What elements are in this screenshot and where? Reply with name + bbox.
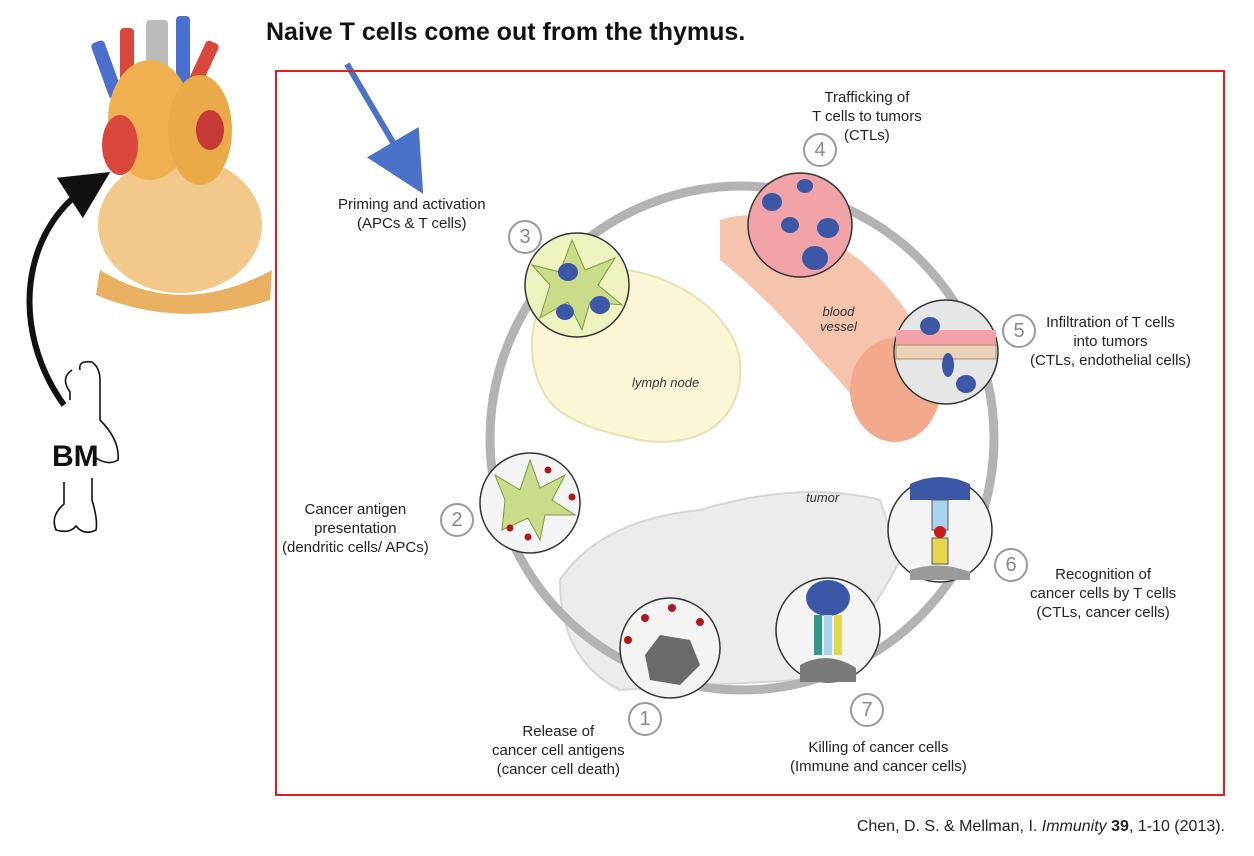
cycle-ring (485, 181, 999, 695)
step-3-label: Priming and activation (APCs & T cells) (338, 195, 486, 233)
step-4-line-1: Trafficking of (824, 89, 910, 106)
bone-icon (53, 360, 119, 534)
step-4-illustration (747, 172, 853, 278)
step-2-line-1: Cancer antigen (304, 501, 407, 518)
step-6-number: 6 (994, 548, 1028, 582)
step-5-line-1: Infiltration of T cells (1046, 314, 1175, 331)
step-3-line-2: (APCs & T cells) (357, 215, 467, 232)
step-7-illustration (775, 577, 881, 683)
step-3-line-1: Priming and activation (338, 196, 486, 213)
citation-journal: Immunity (1041, 818, 1107, 835)
step-5-line-2: into tumors (1073, 333, 1148, 350)
bm-to-thymus-arrow (26, 172, 111, 407)
blood-vessel-line-1: blood (822, 304, 855, 319)
step-1-line-3: (cancer cell death) (496, 761, 620, 778)
tumor-label: tumor (806, 490, 840, 505)
step-4-line-2: T cells to tumors (812, 108, 922, 125)
step-7-number: 7 (850, 693, 884, 727)
thymus-heart-illustration (91, 16, 272, 314)
step-4-label: Trafficking of T cells to tumors (CTLs) (812, 88, 922, 145)
step-1-illustration (619, 597, 721, 699)
step-4-line-3: (CTLs) (843, 127, 890, 144)
step-7-line-1: Killing of cancer cells (808, 739, 949, 756)
bone-marrow-label: BM (52, 440, 99, 473)
step-2-line-3: (dendritic cells/ APCs) (282, 539, 429, 556)
step-5-number: 5 (1002, 314, 1036, 348)
step-2-illustration (479, 452, 581, 554)
blood-vessel-label: blood vessel (820, 304, 857, 334)
step-2-line-2: presentation (314, 520, 397, 537)
citation-authors: Chen, D. S. & Mellman, I. (856, 818, 1042, 835)
step-5-line-3: (CTLs, endothelial cells) (1030, 352, 1191, 369)
headline: Naive T cells come out from the thymus. (266, 18, 746, 46)
cycle-frame (275, 70, 1225, 796)
step-1-number: 1 (628, 702, 662, 736)
step-5-illustration (893, 299, 999, 405)
citation: Chen, D. S. & Mellman, I. Immunity 39, 1… (857, 818, 1225, 836)
step-6-line-3: (CTLs, cancer cells) (1036, 604, 1170, 621)
step-1-label: Release of cancer cell antigens (cancer … (492, 722, 625, 779)
step-6-label: Recognition of cancer cells by T cells (… (1030, 565, 1176, 622)
step-1-line-1: Release of (522, 723, 595, 740)
step-3-number: 3 (508, 220, 542, 254)
citation-pages-year: , 1-10 (2013). (1128, 818, 1225, 835)
step-3-illustration (524, 232, 630, 338)
step-5-label: Infiltration of T cells into tumors (CTL… (1030, 313, 1191, 370)
step-7-line-2: (Immune and cancer cells) (790, 758, 967, 775)
step-6-line-2: cancer cells by T cells (1030, 585, 1177, 602)
step-1-line-2: cancer cell antigens (492, 742, 625, 759)
lymph-node-label: lymph node (632, 375, 700, 390)
citation-volume: 39 (1111, 818, 1129, 835)
step-7-label: Killing of cancer cells (Immune and canc… (790, 738, 967, 776)
step-2-number: 2 (440, 503, 474, 537)
blood-vessel-line-2: vessel (820, 319, 857, 334)
step-6-illustration (887, 477, 993, 583)
step-2-label: Cancer antigen presentation (dendritic c… (282, 500, 429, 557)
pointer-arrow (344, 62, 424, 194)
step-6-line-1: Recognition of (1055, 566, 1152, 583)
step-4-number: 4 (803, 133, 837, 167)
